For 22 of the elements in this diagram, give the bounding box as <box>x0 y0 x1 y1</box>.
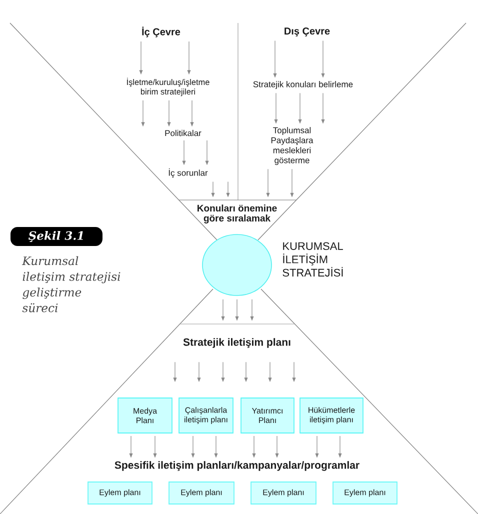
plan-box: Yatırımcı Planı <box>240 398 294 434</box>
step-text: Toplumsal Paydaşlara meslekleri gösterme <box>271 127 314 165</box>
plan-box: Medya Planı <box>118 398 172 434</box>
step-text: İşletme/kuruluş/işletme birim stratejileri <box>127 78 210 96</box>
plan-box: Çalışanlarla iletişim planı <box>178 398 234 434</box>
action-box: Eylem planı <box>88 482 152 504</box>
action-box: Eylem planı <box>168 482 234 504</box>
column-heading: İç Çevre <box>142 26 180 38</box>
circle-label: KURUMSAL İLETİŞİM STRATEJİSİ <box>282 242 343 277</box>
center-circle <box>202 234 272 296</box>
step-text: İç sorunlar <box>168 168 208 178</box>
step-text: Politikalar <box>165 130 202 136</box>
step-heading: Spesifik iletişim planları/kampanyalar/programlar <box>114 461 360 471</box>
action-box: Eylem planı <box>250 482 316 504</box>
plan-box: Hükümetlerle iletişim planı <box>300 398 364 434</box>
step-heading: Stratejik iletişim planı <box>183 338 290 348</box>
figure-tab: Şekil 3.1 <box>10 227 102 246</box>
caption-text: Kurumsal iletişim stratejisi geliştirme süreci <box>22 256 120 312</box>
step-text: Stratejik konuları belirleme <box>253 81 353 89</box>
column-heading: Dış Çevre <box>284 27 330 37</box>
action-box: Eylem planı <box>332 482 398 504</box>
step-heading: Konuları önemine göre sıralamak <box>198 204 277 224</box>
